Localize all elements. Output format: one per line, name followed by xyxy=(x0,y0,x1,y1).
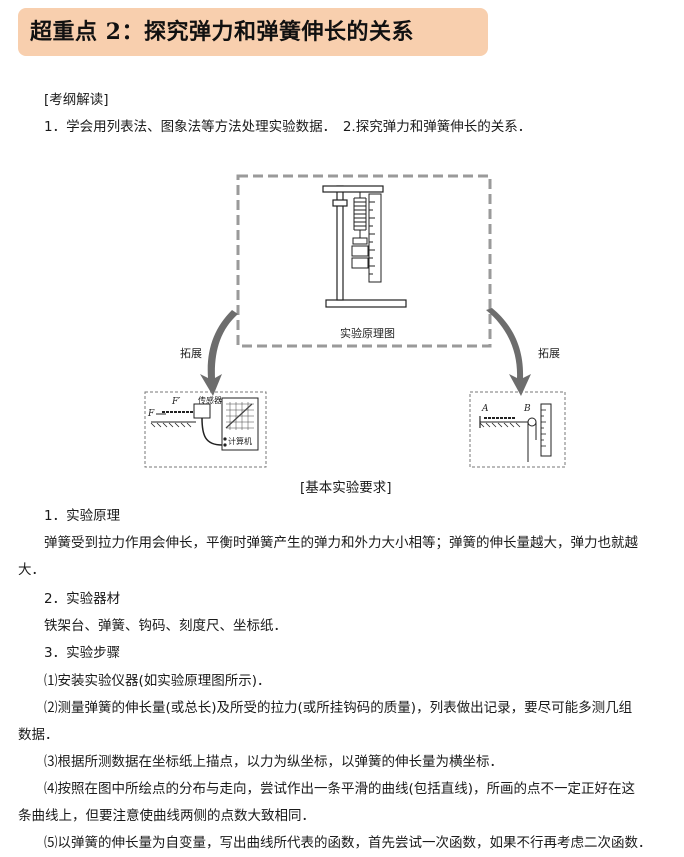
point-b-label: B xyxy=(523,404,531,414)
iron-stand xyxy=(322,185,407,308)
left-arrow-label: 拓展 xyxy=(180,346,202,360)
spring xyxy=(353,192,367,238)
left-expand-arrow xyxy=(200,310,238,396)
step-3: ⑶根据所测数据在坐标纸上描点，以力为纵坐标，以弹簧的伸长量为横坐标． xyxy=(44,754,503,770)
equipment-text: 铁架台、弹簧、钩码、刻度尺、坐标纸． xyxy=(44,618,287,634)
hook-weights xyxy=(351,237,369,269)
step-4-line1: ⑷按照在图中所绘点的分布与走向，尝试作出一条平滑的曲线(包括直线)，所画的点不一… xyxy=(44,781,636,797)
ruler xyxy=(368,193,382,283)
syllabus-heading: [考纲解读] xyxy=(44,92,109,108)
syllabus-item: 1．学会用列表法、图象法等方法处理实验数据． 2.探究弹力和弹簧伸长的关系． xyxy=(44,119,532,135)
section-heading: [基本实验要求] xyxy=(300,480,392,496)
main-figure-caption: 实验原理图 xyxy=(340,326,395,340)
main-figure-frame xyxy=(236,174,492,348)
principle-text-line2: 大． xyxy=(18,562,45,578)
equipment-heading: 2．实验器材 xyxy=(44,591,121,607)
right-inset-figure: A B xyxy=(469,391,566,468)
step-4-line2: 条曲线上，但要注意使曲线两侧的点数大致相同． xyxy=(18,808,315,824)
principle-heading: 1．实验原理 xyxy=(44,508,121,524)
point-a-label: A xyxy=(481,404,489,414)
header-bar xyxy=(18,8,488,56)
step-5: ⑸以弹簧的伸长量为自变量，写出曲线所代表的函数，首先尝试一次函数，如果不行再考虑… xyxy=(44,835,652,851)
step-2-line1: ⑵测量弹簧的伸长量(或总长)及所受的拉力(或所挂钩码的质量)，列表做出记录，要尽… xyxy=(44,700,633,716)
f-label: F xyxy=(147,409,155,419)
page-title: 超重点 2：探究弹力和弹簧伸长的关系 xyxy=(30,19,414,45)
steps-heading: 3．实验步骤 xyxy=(44,645,121,661)
step-1: ⑴安装实验仪器(如实验原理图所示)． xyxy=(44,673,271,689)
right-arrow-label: 拓展 xyxy=(538,346,560,360)
experiment-figure: 实验原理图 拓展 拓展 F′ F 传感器 计算机 xyxy=(0,160,684,484)
right-expand-arrow xyxy=(486,308,531,396)
principle-text-line1: 弹簧受到拉力作用会伸长，平衡时弹簧产生的弹力和外力大小相等；弹簧的伸长量越大，弹… xyxy=(44,535,638,551)
computer-label: 计算机 xyxy=(228,436,252,446)
f-prime-label: F′ xyxy=(171,397,180,407)
step-2-line2: 数据． xyxy=(18,727,59,743)
sensor-label: 传感器 xyxy=(198,395,222,405)
left-inset-figure: F′ F 传感器 计算机 xyxy=(144,391,267,468)
